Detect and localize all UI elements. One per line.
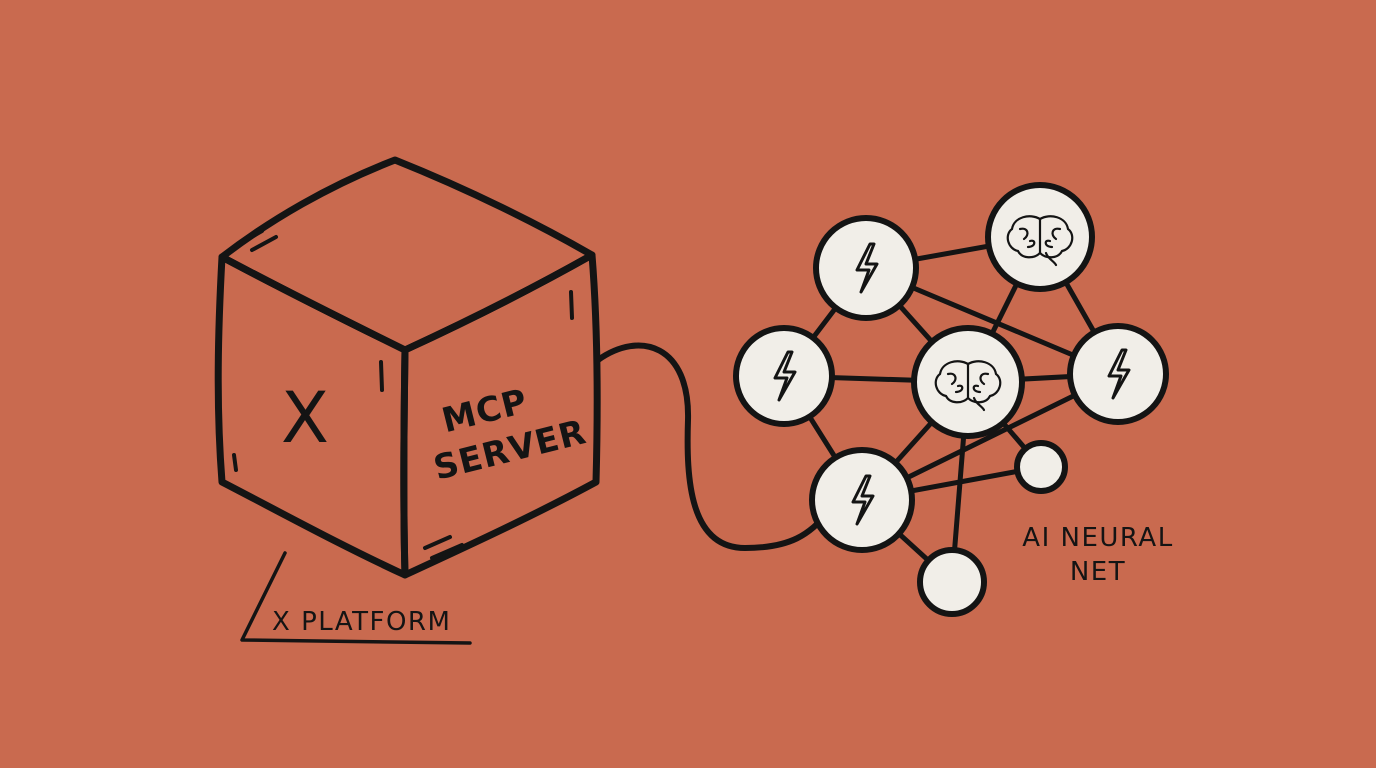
node-circle	[1067, 323, 1169, 425]
cube-side-mark: X	[281, 377, 329, 459]
brain-icon	[1006, 215, 1074, 267]
lightning-icon	[773, 350, 797, 402]
network-node-n8	[917, 547, 987, 617]
network-node-n3	[733, 325, 835, 427]
lightning-icon	[855, 242, 879, 294]
node-circle	[813, 215, 919, 321]
network-label-line2: NET	[1070, 557, 1126, 587]
network-node-n1	[813, 215, 919, 321]
cube-caption: X PLATFORM	[240, 551, 472, 645]
node-circle	[809, 447, 915, 553]
node-circle	[1014, 440, 1068, 494]
lightning-icon	[851, 474, 875, 526]
node-circle	[917, 547, 987, 617]
cube-right-face	[400, 251, 601, 579]
network-nodes	[733, 182, 1169, 617]
brain-icon	[934, 360, 1002, 412]
network-node-n4	[911, 325, 1025, 439]
network-label-line1: AI NEURAL	[1022, 523, 1173, 553]
connection-cable	[595, 342, 833, 551]
node-circle	[733, 325, 835, 427]
network-node-n5	[1067, 323, 1169, 425]
cube-caption-text: X PLATFORM	[272, 607, 451, 637]
network-node-n7	[1014, 440, 1068, 494]
cube-top-face	[218, 156, 596, 354]
network-node-n2	[985, 182, 1095, 292]
lightning-icon	[1107, 348, 1131, 400]
server-cube: X MCP SERVER	[214, 156, 601, 579]
network-node-n6	[809, 447, 915, 553]
